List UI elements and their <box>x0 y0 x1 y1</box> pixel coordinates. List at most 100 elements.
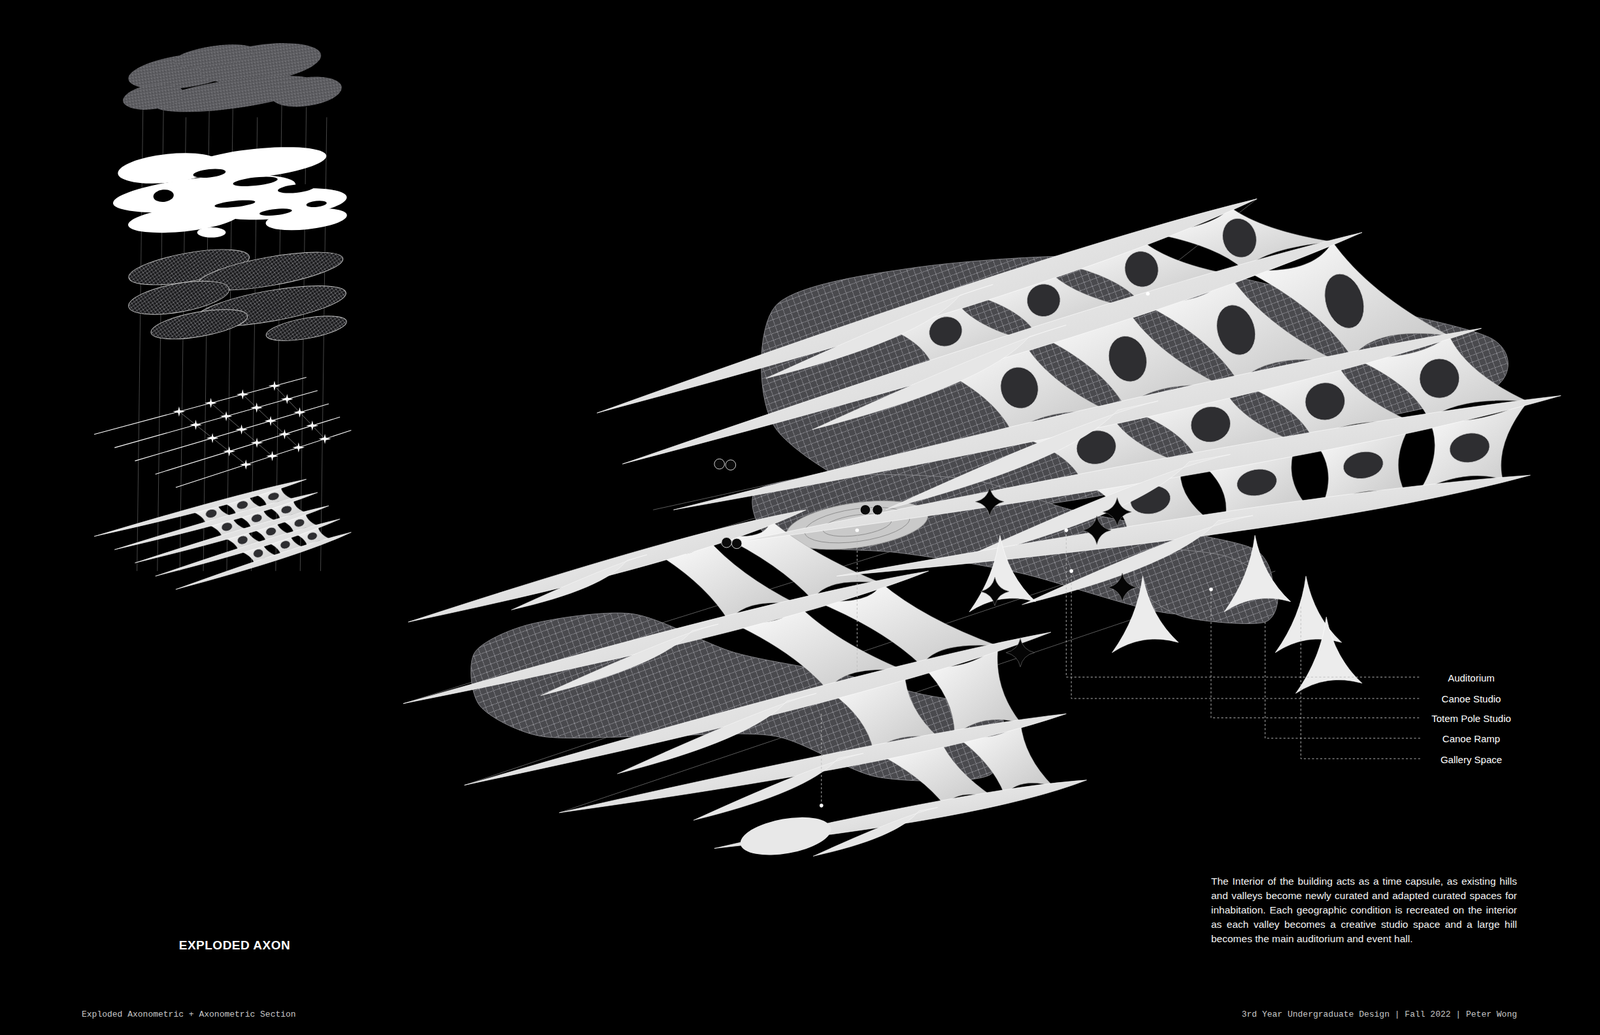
wireframe-volume <box>149 303 250 346</box>
column-shell <box>1224 535 1291 612</box>
spike-spur <box>693 753 864 821</box>
cable-node <box>281 394 294 405</box>
leader-dot <box>855 528 860 533</box>
cable-node <box>278 429 291 440</box>
leader-line <box>1300 607 1421 760</box>
sheet-title: Exploded Axonometric + Axonometric Secti… <box>81 1009 297 1020</box>
spike-spur <box>540 624 719 697</box>
slab-opening <box>152 188 175 204</box>
slab-opening <box>232 175 279 189</box>
section-cut <box>1107 573 1137 602</box>
cable-node <box>266 450 279 462</box>
cable <box>256 443 272 457</box>
cable <box>175 430 351 488</box>
program-label: Gallery Space <box>1440 754 1502 766</box>
spike-ridge <box>622 232 1362 465</box>
section-cut <box>1102 498 1132 527</box>
gallery-floor <box>737 811 834 862</box>
leader-line <box>1265 622 1421 739</box>
design-description: The Interior of the building acts as a t… <box>1211 874 1517 947</box>
slab-opening <box>277 183 315 195</box>
membrane-opening <box>252 547 265 559</box>
cable <box>270 420 285 434</box>
spike-ridge <box>175 532 351 590</box>
leader-dot <box>1064 528 1069 533</box>
membrane-surface <box>1151 207 1333 270</box>
membrane-opening <box>1318 269 1371 334</box>
drawing-title: EXPLODED AXON <box>179 938 291 953</box>
section-cut <box>980 577 1010 606</box>
section-cut <box>1082 516 1112 546</box>
membrane-opening <box>995 362 1044 414</box>
membrane-opening <box>1217 213 1262 263</box>
membrane-opening <box>1187 402 1234 446</box>
membrane-opening <box>1301 379 1349 425</box>
membrane-opening <box>1447 430 1492 467</box>
cable-node <box>236 389 250 400</box>
section-cut <box>1005 638 1035 668</box>
spike-spur <box>1022 515 1253 605</box>
cable <box>179 411 197 425</box>
leader-line <box>1071 571 1421 699</box>
cable <box>212 437 230 451</box>
slab-opening <box>305 200 327 209</box>
spike-ridge <box>464 632 1051 786</box>
cable <box>211 403 227 417</box>
slab-opening <box>192 167 227 180</box>
tube-end <box>731 538 742 550</box>
cable <box>226 416 242 430</box>
cable-node <box>318 433 332 445</box>
tube-end <box>714 458 725 470</box>
spike-spur <box>813 807 938 857</box>
membrane-opening <box>1120 247 1163 292</box>
leader-dot <box>1209 587 1214 592</box>
cable <box>229 451 247 465</box>
membrane-opening <box>293 518 306 529</box>
sheet-credit: 3rd Year Undergraduate Design | Fall 202… <box>1241 1009 1517 1020</box>
spike-spur <box>812 325 1067 431</box>
tube-end <box>725 460 736 471</box>
slab-piece <box>197 227 227 238</box>
terrain-layer <box>172 40 257 72</box>
cable <box>312 425 325 439</box>
cable <box>274 386 287 400</box>
wireframe-volume <box>264 311 348 346</box>
leader-line <box>856 530 858 674</box>
spike-spur <box>616 693 817 774</box>
membrane-opening <box>1415 354 1464 402</box>
leader-dot <box>1069 569 1074 574</box>
terrain-layer <box>269 72 344 111</box>
tube-end <box>721 537 733 548</box>
cable <box>242 394 257 408</box>
cable <box>241 429 257 443</box>
cable <box>196 424 214 438</box>
tube-end <box>860 504 871 516</box>
membrane-opening <box>267 491 281 502</box>
leader-dot <box>1145 292 1150 297</box>
membrane-opening <box>1210 300 1262 361</box>
cable <box>300 412 313 426</box>
axonometric-section <box>403 198 1561 862</box>
membrane-opening <box>280 504 293 516</box>
spike-ridge <box>836 475 1531 576</box>
spike-ridge <box>734 396 1561 544</box>
membrane-opening <box>1341 448 1386 482</box>
cable-node <box>292 442 305 453</box>
exploded-axon <box>94 36 351 590</box>
leader-lines <box>819 292 1421 808</box>
program-label: Canoe Ramp <box>1442 733 1500 745</box>
slab-opening <box>259 207 293 217</box>
leader-line <box>820 713 822 806</box>
leader-dot <box>819 803 824 808</box>
cable-node <box>250 402 263 414</box>
cable <box>256 407 271 421</box>
program-label: Totem Pole Studio <box>1431 713 1512 725</box>
spike-spur <box>511 554 647 610</box>
terrain-layer <box>121 80 186 114</box>
projection-line <box>320 116 327 571</box>
cable <box>284 433 299 448</box>
spike-ridge <box>408 509 807 623</box>
cable <box>114 390 318 448</box>
membrane-opening <box>306 531 319 542</box>
tube-end <box>872 504 884 516</box>
